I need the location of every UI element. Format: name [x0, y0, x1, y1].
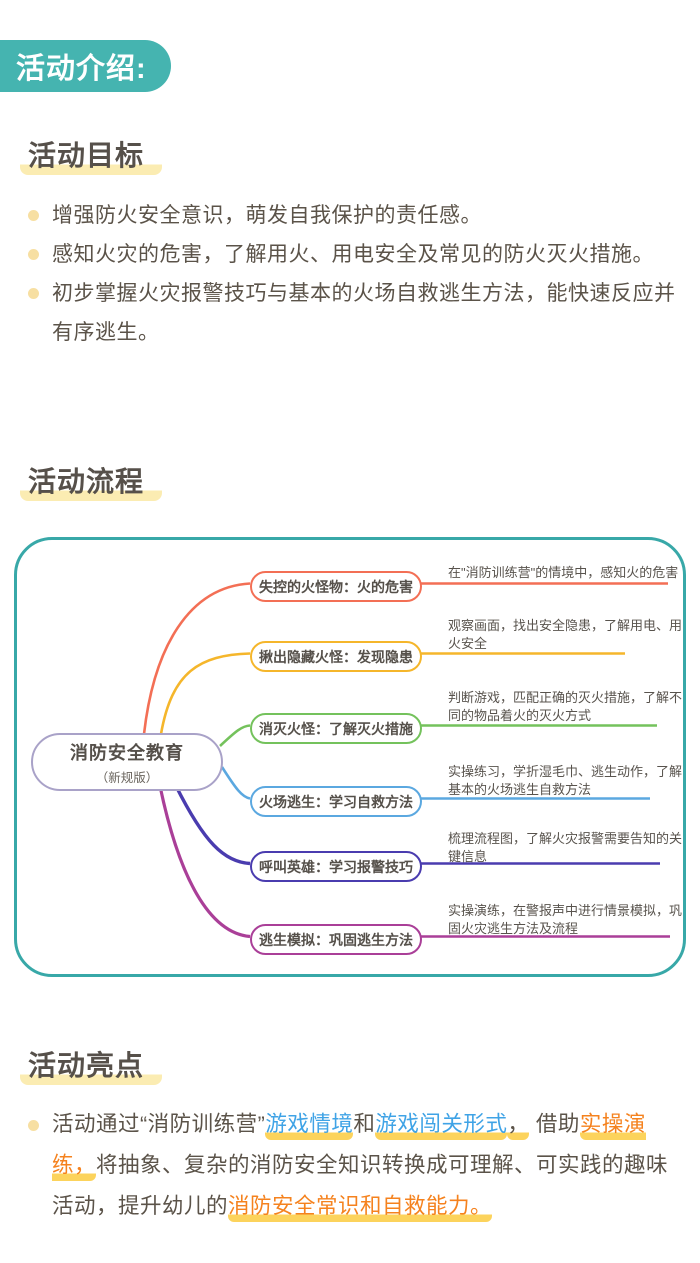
mindmap-branch-node-2: 揪出隐藏火怪：发现隐患: [250, 641, 422, 672]
mindmap-branch-node-4: 火场逃生：学习自救方法: [250, 786, 422, 817]
process-title: 活动流程: [20, 460, 163, 501]
branch-curve-5: [174, 785, 251, 866]
mindmap-branch-note-4: 实操练习，学折湿毛巾、逃生动作，了解基本的火场逃生自救方法: [448, 764, 683, 797]
bullet-dot-icon: [28, 288, 39, 299]
highlights-paragraph-row: 活动通过“消防训练营”游戏情境和游戏闯关形式， 借助实操演练，将抽象、复杂的消防…: [28, 1104, 680, 1227]
mindmap-branch-node-5: 呼叫英雄：学习报警技巧: [250, 851, 422, 882]
intro-badge: 活动介绍:: [0, 40, 171, 92]
paragraph-segment: 将抽象、复杂的消防安全知识转换成可理解、可实践的趣味活动，提升幼儿的: [52, 1153, 669, 1218]
goals-list: 增强防火安全意识，萌发自我保护的责任感。 感知火灾的危害，了解用火、用电安全及常…: [28, 196, 678, 352]
highlights-paragraph: 活动通过“消防训练营”游戏情境和游戏闯关形式， 借助实操演练，将抽象、复杂的消防…: [52, 1104, 680, 1227]
paragraph-segment: 和: [353, 1112, 376, 1136]
center-node-subtitle: （新规版）: [95, 770, 159, 785]
center-node-title: 消防安全教育: [70, 742, 184, 763]
goal-item: 初步掌握火灾报警技巧与基本的火场自救逃生方法，能快速反应并有序逃生。: [28, 274, 678, 352]
branch-curve-4: [220, 766, 251, 800]
highlights-title: 活动亮点: [20, 1044, 163, 1085]
mindmap-center-node: 消防安全教育 （新规版）: [31, 733, 223, 791]
bullet-dot-icon: [28, 249, 39, 260]
mindmap-branch-note-3: 判断游戏，匹配正确的灭火措施，了解不同的物品着火的灭火方式: [448, 690, 683, 723]
goal-item: 增强防火安全意识，萌发自我保护的责任感。: [28, 196, 678, 235]
intro-badge-label: 活动介绍:: [16, 53, 147, 85]
paragraph-segment-highlight: 消防安全常识和自救能力。: [228, 1194, 493, 1222]
goals-title-text: 活动目标: [20, 140, 163, 175]
goal-item: 感知火灾的危害，了解用火、用电安全及常见的防火灭火措施。: [28, 235, 678, 274]
branch-curve-2: [159, 652, 251, 735]
branch-curve-6: [158, 785, 251, 939]
paragraph-segment: 活动通过“消防训练营”: [52, 1112, 266, 1136]
mindmap-connectors: [142, 582, 670, 939]
mindmap-branch-note-1: 在"消防训练营"的情境中，感知火的危害: [448, 565, 679, 580]
mindmap-branch-node-6: 逃生模拟：巩固逃生方法: [250, 924, 422, 955]
mindmap-branch-node-3: 消灭火怪：了解灭火措施: [250, 713, 422, 744]
goals-title: 活动目标: [20, 134, 163, 175]
highlights-title-text: 活动亮点: [20, 1050, 163, 1085]
bullet-dot-icon: [28, 1120, 39, 1131]
paragraph-segment-highlight: 游戏闯关形式: [375, 1112, 508, 1140]
mindmap-branch-note-2: 观察画面，找出安全隐患，了解用电、用火安全: [448, 618, 683, 651]
paragraph-segment-highlight: 游戏情境: [265, 1112, 354, 1140]
goal-item-text: 增强防火安全意识，萌发自我保护的责任感。: [52, 204, 482, 227]
paragraph-segment: 借助: [529, 1112, 580, 1136]
mindmap-branch-note-5: 梳理流程图，了解火灾报警需要告知的关键信息: [448, 831, 683, 864]
branch-curve-3: [219, 724, 251, 747]
branch-curve-1: [142, 582, 251, 735]
goal-item-text: 初步掌握火灾报警技巧与基本的火场自救逃生方法，能快速反应并有序逃生。: [52, 282, 676, 344]
mindmap-branch-node-1: 失控的火怪物：火的危害: [250, 571, 422, 602]
mindmap-branch-note-6: 实操演练，在警报声中进行情景模拟，巩固火灾逃生方法及流程: [448, 903, 683, 936]
bullet-dot-icon: [28, 210, 39, 221]
paragraph-segment-highlight: ，: [507, 1112, 530, 1140]
goal-item-text: 感知火灾的危害，了解用火、用电安全及常见的防火灭火措施。: [52, 243, 654, 266]
process-title-text: 活动流程: [20, 466, 163, 501]
mindmap-panel: 消防安全教育 （新规版） 失控的火怪物：火的危害 揪出隐藏火怪：发现隐患 消灭火…: [14, 537, 686, 977]
